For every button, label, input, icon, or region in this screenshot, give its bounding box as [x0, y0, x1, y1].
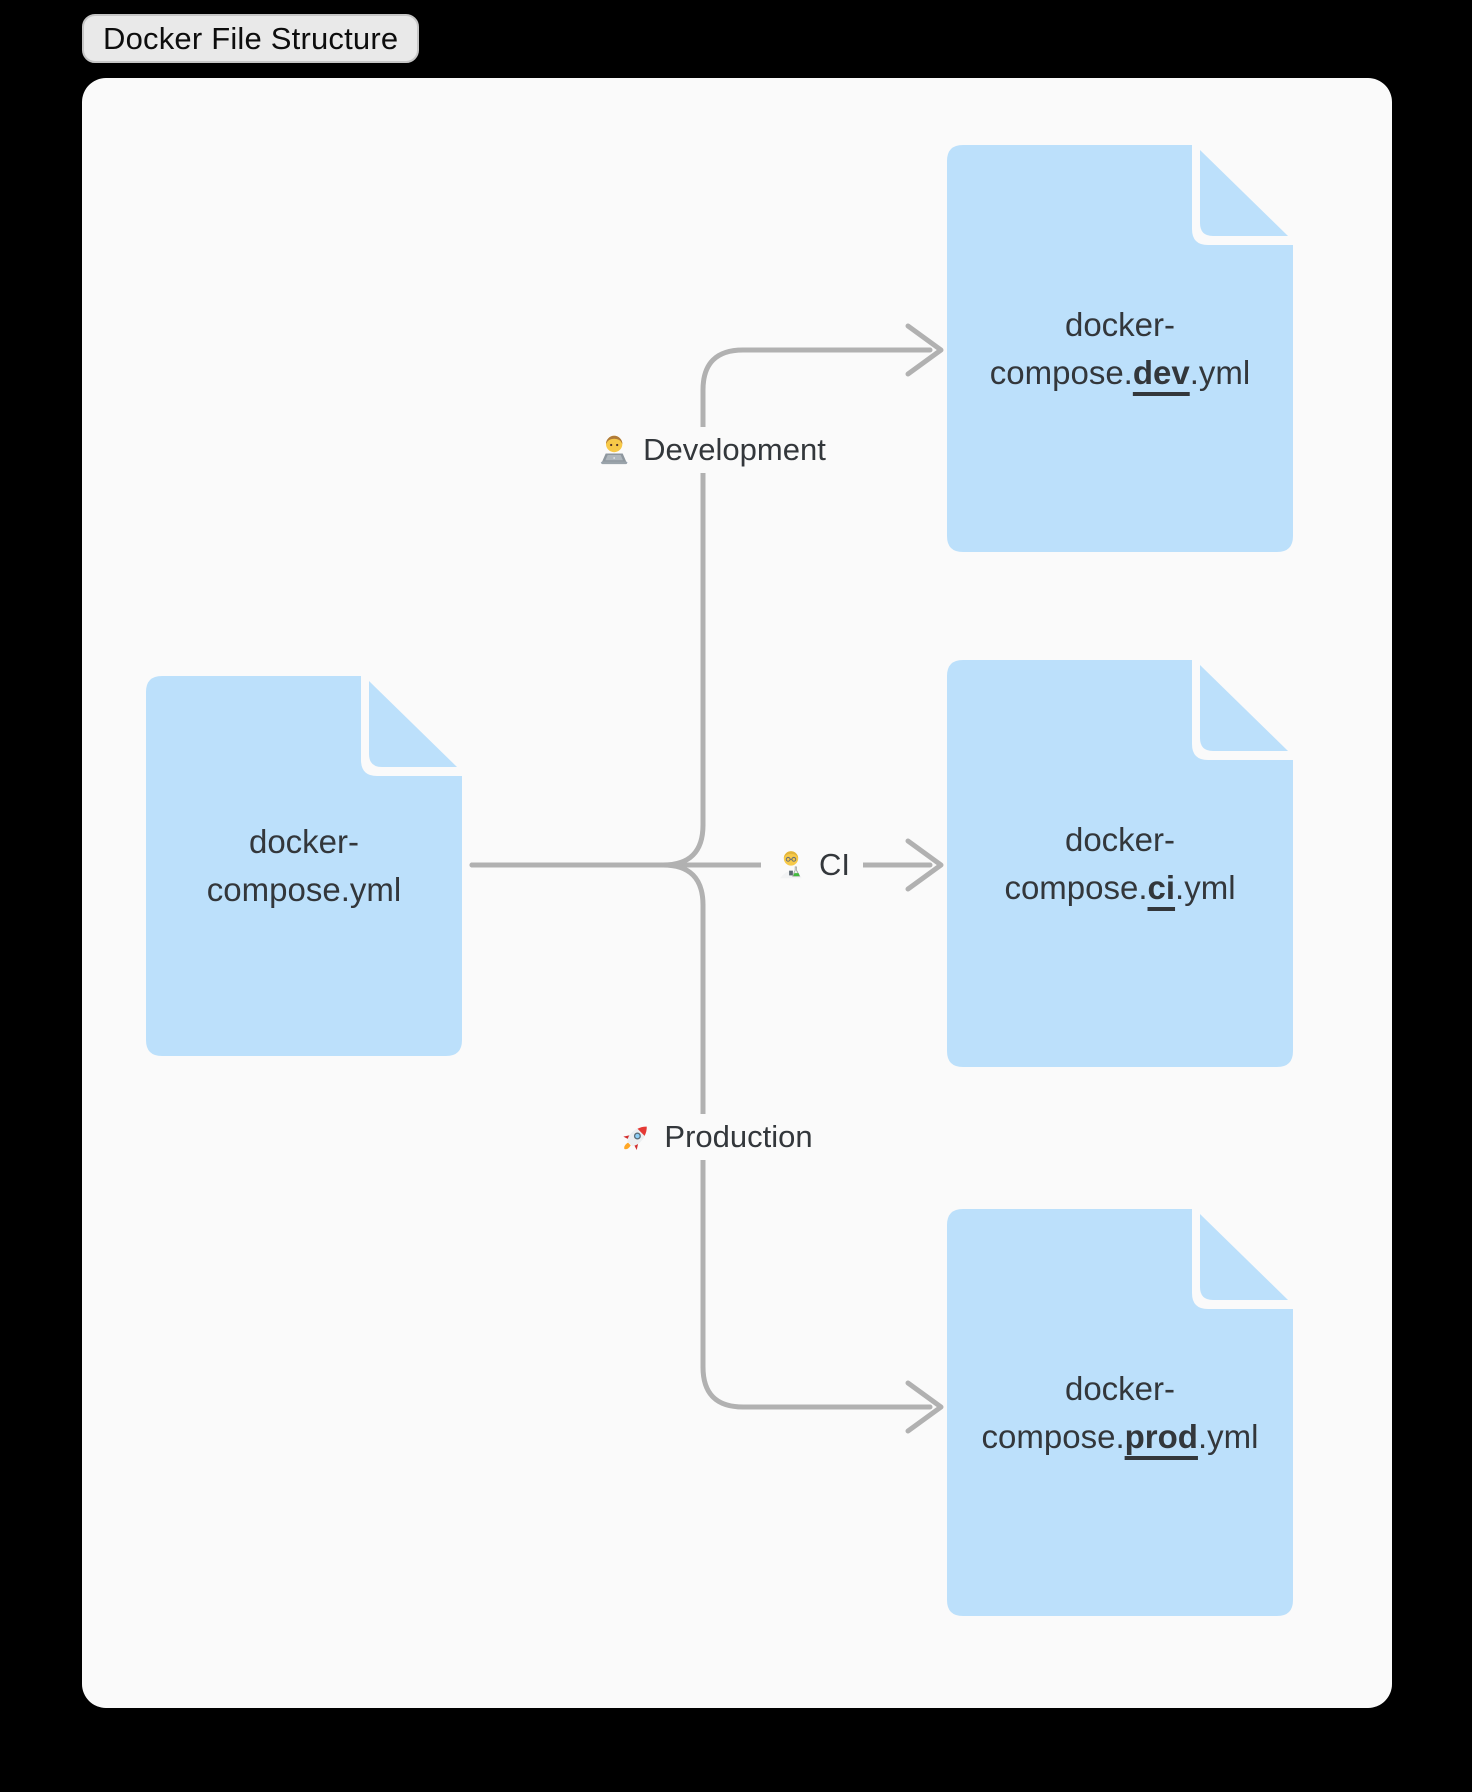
man-scientist-icon	[774, 848, 808, 882]
technologist-icon	[596, 432, 632, 468]
edge-label-development: Development	[583, 427, 839, 473]
edge-label-production: Production	[606, 1114, 826, 1160]
file-name-label: docker- compose.ci.yml	[1004, 820, 1236, 906]
edge-label-text: Development	[643, 432, 826, 467]
diagram-title-badge: Docker File Structure	[82, 14, 420, 63]
edge-label-ci: CI	[761, 842, 863, 888]
file-node-docker-compose-prod-yml: docker- compose.prod.yml	[947, 1209, 1293, 1616]
diagram-title: Docker File Structure	[103, 20, 399, 56]
file-document-icon	[947, 145, 1293, 552]
file-document-icon	[947, 660, 1293, 1067]
file-node-docker-compose-ci-yml: docker- compose.ci.yml	[947, 660, 1293, 1067]
file-name-label: docker- compose.yml	[206, 823, 402, 908]
rocket-icon	[619, 1120, 653, 1154]
file-name-label: docker- compose.prod.yml	[981, 1369, 1259, 1455]
edge-label-text: CI	[819, 847, 850, 882]
edge-label-text: Production	[664, 1119, 813, 1154]
file-node-docker-compose-yml: docker- compose.yml	[146, 676, 462, 1056]
file-name-label: docker- compose.dev.yml	[989, 305, 1251, 391]
file-node-docker-compose-dev-yml: docker- compose.dev.yml	[947, 145, 1293, 552]
file-document-icon	[146, 676, 462, 1056]
file-document-icon	[947, 1209, 1293, 1616]
